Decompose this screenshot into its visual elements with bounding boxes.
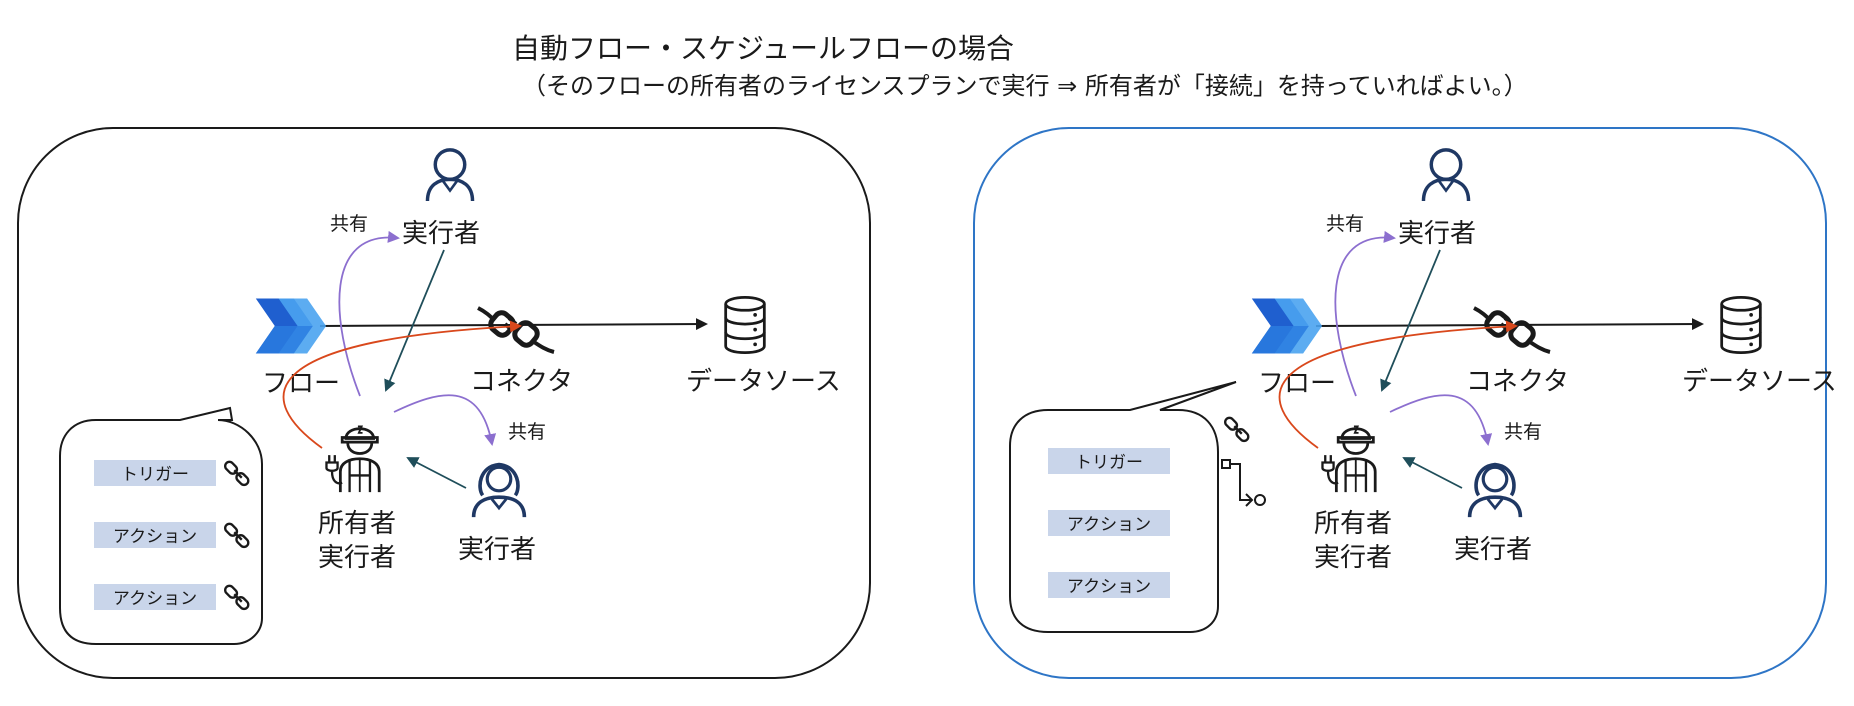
panel-left: フロー コネクタ データソース 実行者 所有者 実行者 実行者 共有 共有 トリ… <box>17 127 871 679</box>
flow-icon <box>255 298 327 354</box>
callout-item-action-2: アクション <box>113 589 197 609</box>
owner-connection-arrow <box>282 320 522 449</box>
share-right-label: 共有 <box>1504 421 1542 443</box>
share-top-label: 共有 <box>330 213 368 235</box>
owner-connection-arrow <box>1278 320 1518 449</box>
share-right-arrow <box>1389 394 1493 446</box>
owner-label-line2: 実行者 <box>1314 543 1392 573</box>
database-icon <box>724 295 766 355</box>
workflow-steps-icon <box>1221 459 1266 507</box>
connector-label: コネクタ <box>1466 367 1569 397</box>
share-top-arrow <box>338 230 400 397</box>
runner-top-label: 実行者 <box>402 219 480 249</box>
flow-label: フロー <box>1258 369 1336 399</box>
runner-top-arrow <box>1380 249 1441 392</box>
callout-item-trigger: トリガー <box>121 465 189 485</box>
panel-left-frame <box>17 127 871 679</box>
page-title: 自動フロー・スケジュールフローの場合 <box>512 32 1014 65</box>
worker-with-plug-icon <box>325 425 381 494</box>
share-right-arrow <box>393 394 497 446</box>
user-icon-right <box>1467 462 1523 519</box>
plug-connector-icon <box>478 308 554 352</box>
runner-right-label: 実行者 <box>458 535 536 565</box>
owner-label-line1: 所有者 <box>1314 509 1392 539</box>
callout-item-action-1: アクション <box>113 527 197 547</box>
link-icon <box>1222 414 1252 444</box>
callout-chip <box>94 584 216 610</box>
user-icon-right <box>471 462 527 519</box>
runner-right-label: 実行者 <box>1454 535 1532 565</box>
callout-item-action-1: アクション <box>1067 515 1151 535</box>
share-right-label: 共有 <box>508 421 546 443</box>
datasource-label: データソース <box>686 367 841 397</box>
runner-top-label: 実行者 <box>1398 219 1476 249</box>
callout-chip <box>94 522 216 548</box>
user-icon-top <box>425 148 475 203</box>
owner-label-line1: 所有者 <box>318 509 396 539</box>
share-top-label: 共有 <box>1326 213 1364 235</box>
datasource-label: データソース <box>1682 367 1837 397</box>
callout-chip <box>1048 448 1170 474</box>
runner-right-arrow <box>1402 457 1463 489</box>
panel-right: フロー コネクタ データソース 実行者 所有者 実行者 実行者 共有 共有 トリ… <box>973 127 1837 679</box>
page-subtitle: （そのフローの所有者のライセンスプランで実行 ⇒ 所有者が「接続」を持っていれば… <box>522 72 1528 100</box>
callout-item-trigger: トリガー <box>1075 453 1143 473</box>
connector-label: コネクタ <box>470 367 573 397</box>
callout-chip <box>1048 572 1170 598</box>
callout-item-action-2: アクション <box>1067 577 1151 597</box>
callout-chip <box>1048 510 1170 536</box>
runner-right-arrow <box>406 457 467 489</box>
runner-top-arrow <box>384 249 445 392</box>
callout-chip <box>94 460 216 486</box>
plug-connector-icon <box>1474 308 1550 352</box>
owner-label-line2: 実行者 <box>318 543 396 573</box>
panel-right-frame <box>973 127 1827 679</box>
share-top-arrow <box>1334 230 1396 397</box>
flow-label: フロー <box>262 369 340 399</box>
callout-bubble <box>1009 381 1237 633</box>
worker-with-plug-icon <box>1321 425 1377 494</box>
flow-icon <box>1251 298 1323 354</box>
database-icon <box>1720 295 1762 355</box>
user-icon-top <box>1421 148 1471 203</box>
